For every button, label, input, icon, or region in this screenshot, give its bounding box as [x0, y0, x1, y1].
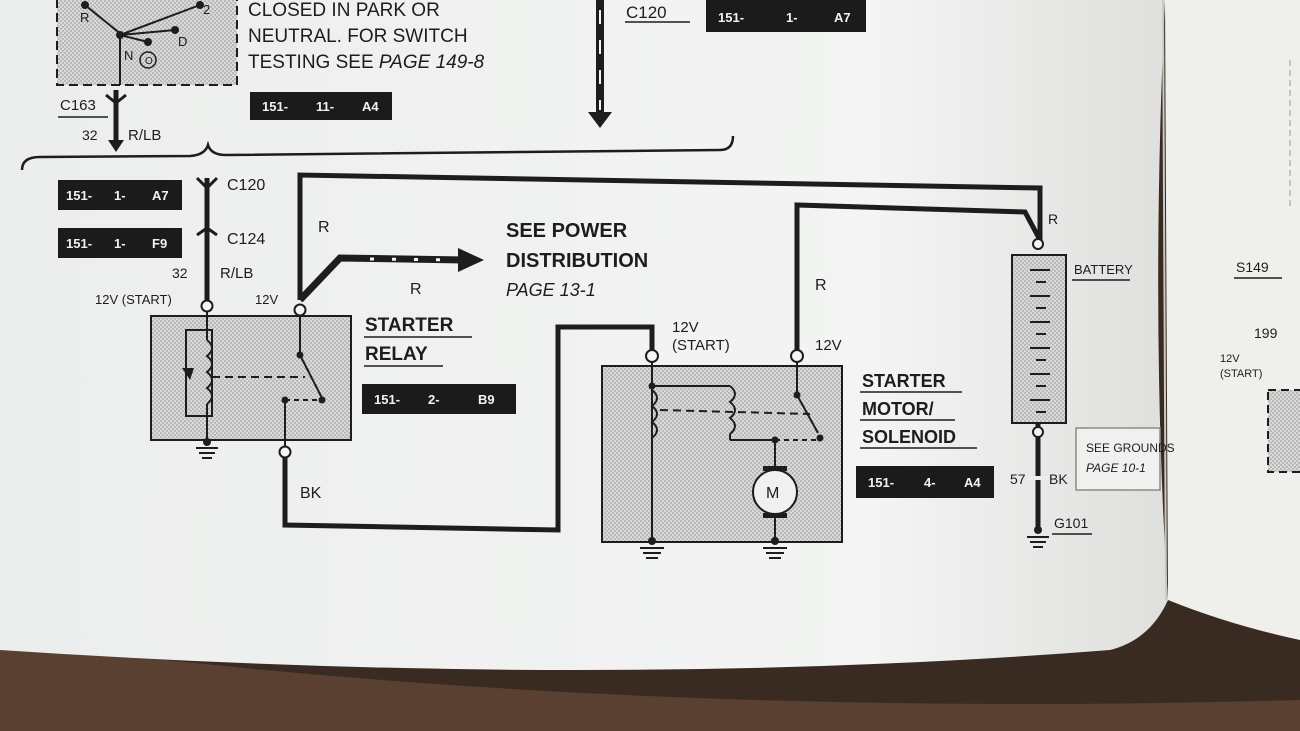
wire-bk-relay-motor	[282, 324, 655, 533]
c163-label: C163	[60, 97, 96, 114]
svg-text:11-: 11-	[316, 99, 334, 114]
motor-12v-a: 12V	[672, 319, 699, 336]
svg-text:4-: 4-	[924, 475, 936, 490]
svg-text:151-: 151-	[66, 236, 92, 251]
svg-text:B9: B9	[478, 392, 495, 407]
svg-text:O: O	[145, 56, 153, 67]
power-ref-line-1: SEE POWER	[506, 220, 628, 242]
svg-text:A7: A7	[152, 188, 169, 203]
wire-57: 57	[1010, 471, 1026, 487]
page-gutter	[1162, 0, 1167, 601]
right-component	[1267, 389, 1300, 473]
motor-label-1: STARTER	[862, 371, 946, 391]
wire-r-battery: R	[1048, 211, 1058, 227]
svg-text:151-: 151-	[262, 99, 288, 114]
fabric	[0, 640, 1300, 731]
motor-12v-b: (START)	[672, 337, 730, 354]
svg-text:A4: A4	[362, 99, 379, 114]
svg-text:151-: 151-	[718, 10, 744, 25]
wire-rlb-top: R/LB	[128, 127, 161, 144]
relay-12v-start: 12V (START)	[95, 292, 172, 307]
c120-top-label: C120	[626, 3, 667, 22]
svg-text:151-: 151-	[66, 188, 92, 203]
c124-label: C124	[227, 231, 265, 248]
right-199: 199	[1254, 325, 1278, 341]
c120-label: C120	[227, 177, 265, 194]
range-switch: O	[56, 0, 238, 86]
wire-r-battery-loop	[297, 172, 1043, 300]
right-12v: 12V	[1220, 353, 1240, 365]
note-line-2: NEUTRAL. FOR SWITCH	[248, 26, 468, 47]
battery-label: BATTERY	[1074, 262, 1133, 277]
top-connector-wire	[588, 0, 612, 128]
note-line-1: CLOSED IN PARK OR	[248, 0, 440, 21]
motor-label-2: MOTOR/	[862, 399, 934, 419]
switch-pos-n: N	[124, 48, 133, 63]
code-box-top-mid: 151- 11- A4	[250, 92, 392, 120]
wire-r-motor-label: R	[815, 277, 827, 294]
code-box-motor: 151- 4- A4	[856, 466, 994, 498]
starter-motor-solenoid	[601, 349, 843, 559]
ground-g101: G101	[1054, 515, 1088, 531]
right-page	[1165, 0, 1300, 640]
relay-label-2: RELAY	[365, 344, 428, 365]
svg-text:151-: 151-	[868, 475, 894, 490]
wire-32-top: 32	[82, 127, 98, 143]
code-box-top-right: 151- 1- A7	[706, 0, 866, 32]
motor-12v: 12V	[815, 337, 842, 354]
see-grounds-line-1: SEE GROUNDS	[1086, 441, 1175, 455]
relay-label-1: STARTER	[365, 315, 454, 336]
wire-32: 32	[172, 265, 188, 281]
svg-text:A7: A7	[834, 10, 851, 25]
svg-text:1-: 1-	[786, 10, 798, 25]
wire-bk-relay: BK	[300, 485, 322, 502]
wire-rlb: R/LB	[220, 265, 253, 282]
wire-bk-ground: BK	[1049, 471, 1068, 487]
starter-relay	[150, 303, 352, 459]
right-s149: S149	[1236, 259, 1269, 275]
svg-text:151-: 151-	[374, 392, 400, 407]
switch-pos-2: 2	[203, 2, 210, 17]
right-start: (START)	[1220, 368, 1262, 380]
see-grounds-line-2: PAGE 10-1	[1086, 461, 1146, 475]
note-line-3: TESTING SEE PAGE 149-8	[248, 52, 485, 73]
power-ref-line-2: DISTRIBUTION	[506, 250, 648, 272]
harness-brace	[20, 135, 735, 171]
wire-r-left: R	[318, 219, 330, 236]
wire-r-power: R	[410, 281, 422, 298]
battery	[1011, 238, 1067, 548]
main-page	[0, 0, 1168, 670]
svg-text:F9: F9	[152, 236, 167, 251]
switch-pos-r: R	[80, 10, 89, 25]
svg-text:2-: 2-	[428, 392, 440, 407]
svg-text:1-: 1-	[114, 236, 126, 251]
motor-label-3: SOLENOID	[862, 427, 956, 447]
see-grounds-box: SEE GROUNDS PAGE 10-1	[1075, 427, 1175, 491]
switch-pos-d: D	[178, 34, 187, 49]
svg-text:1-: 1-	[114, 188, 126, 203]
relay-12v: 12V	[255, 292, 278, 307]
power-ref-page: PAGE 13-1	[506, 280, 596, 300]
code-box-c120: 151- 1- A7	[58, 180, 182, 210]
code-box-relay: 151- 2- B9	[362, 384, 516, 414]
wire-r-motor	[794, 202, 1043, 352]
motor-m-symbol: M	[766, 485, 779, 502]
wire-rlb-vertical	[195, 176, 219, 313]
power-arrow	[297, 248, 484, 303]
svg-text:A4: A4	[964, 475, 981, 490]
code-box-c124: 151- 1- F9	[58, 228, 182, 258]
